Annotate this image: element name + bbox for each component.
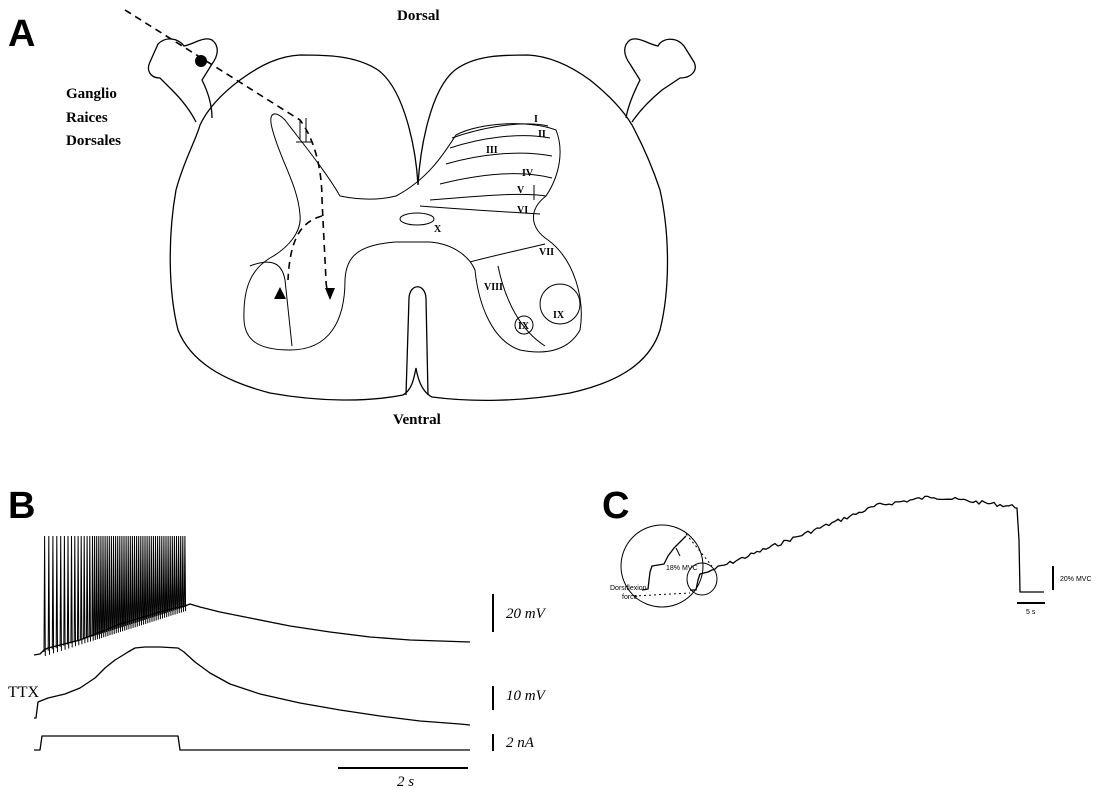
spike-lines xyxy=(44,536,186,656)
force-trace xyxy=(690,496,1044,592)
panel-c: C 18% MVC Dorsiflexion force 20% MVC 5 s xyxy=(602,485,1092,616)
lamina-label-x: X xyxy=(434,224,442,235)
ganglion-cell xyxy=(195,55,207,67)
membrane-trace-ttx xyxy=(34,647,470,725)
dorsal-horn-column xyxy=(296,118,312,142)
ventral-fissure xyxy=(406,287,428,395)
ganglion-label-line-2: Raices xyxy=(66,110,108,126)
inset-trace xyxy=(642,536,686,590)
current-step-trace xyxy=(34,736,470,750)
lamina-label-ix-large: IX xyxy=(553,310,565,321)
action-potential-train xyxy=(44,536,186,656)
lamina-label-iv: IV xyxy=(522,168,534,179)
scale-label-20mv: 20 mV xyxy=(506,606,547,622)
dorsal-label: Dorsal xyxy=(397,8,440,24)
lamina-boundary-3 xyxy=(446,153,552,164)
scale-label-20-mvc: 20% MVC xyxy=(1060,576,1092,583)
panel-a: A Dorsal Ventral Ganglio Raices Dorsales xyxy=(8,8,695,428)
pathway-arrow-right xyxy=(325,288,335,300)
ventral-label: Ventral xyxy=(393,412,441,428)
ttx-label: TTX xyxy=(8,684,40,701)
zoom-source-circle xyxy=(687,563,717,595)
zoom-line-upper xyxy=(686,534,712,566)
dorsal-root-left xyxy=(148,39,217,122)
lamina-boundary-4 xyxy=(440,174,552,184)
lamina-label-ii: II xyxy=(538,129,546,140)
panel-b-letter: B xyxy=(8,485,35,527)
afferent-branch xyxy=(288,216,322,280)
spinal-cord-outline xyxy=(170,55,667,400)
force-label-line-1: Dorsiflexion xyxy=(610,585,647,592)
ganglion-label-line-1: Ganglio xyxy=(66,86,117,102)
panel-a-letter: A xyxy=(8,13,35,55)
lamina-label-viii: VIII xyxy=(484,282,503,293)
gray-matter xyxy=(244,114,581,352)
pathway-arrow-left xyxy=(274,287,286,299)
lamina-label-ix-small: IX xyxy=(518,321,530,332)
central-canal xyxy=(400,213,434,225)
lamina-label-vi: VI xyxy=(517,205,528,216)
lamina-boundary-7 xyxy=(470,244,545,262)
zoom-line-lower xyxy=(634,593,690,596)
lamina-label-vii: VII xyxy=(539,247,554,258)
dorsal-root-right xyxy=(625,39,696,122)
lamina-label-v: V xyxy=(517,185,525,196)
scale-label-2s: 2 s xyxy=(397,774,414,788)
scale-label-5s: 5 s xyxy=(1026,609,1036,616)
panel-c-letter: C xyxy=(602,485,629,527)
force-label-line-2: force xyxy=(622,594,638,601)
ganglion-label-line-3: Dorsales xyxy=(66,133,121,149)
inset-pointer xyxy=(676,548,680,556)
afferent-pathway xyxy=(125,10,330,294)
lamina-boundary-5 xyxy=(430,194,546,200)
left-ventral-boundary xyxy=(250,262,292,346)
lamina-boundary-2 xyxy=(450,136,550,148)
scale-label-10mv: 10 mV xyxy=(506,688,547,704)
scale-label-2na: 2 nA xyxy=(506,735,535,751)
lamina-label-iii: III xyxy=(486,145,498,156)
panel-b: B TTX 20 mV 10 mV 2 nA 2 s xyxy=(8,485,547,788)
lamina-label-i: I xyxy=(534,114,538,125)
